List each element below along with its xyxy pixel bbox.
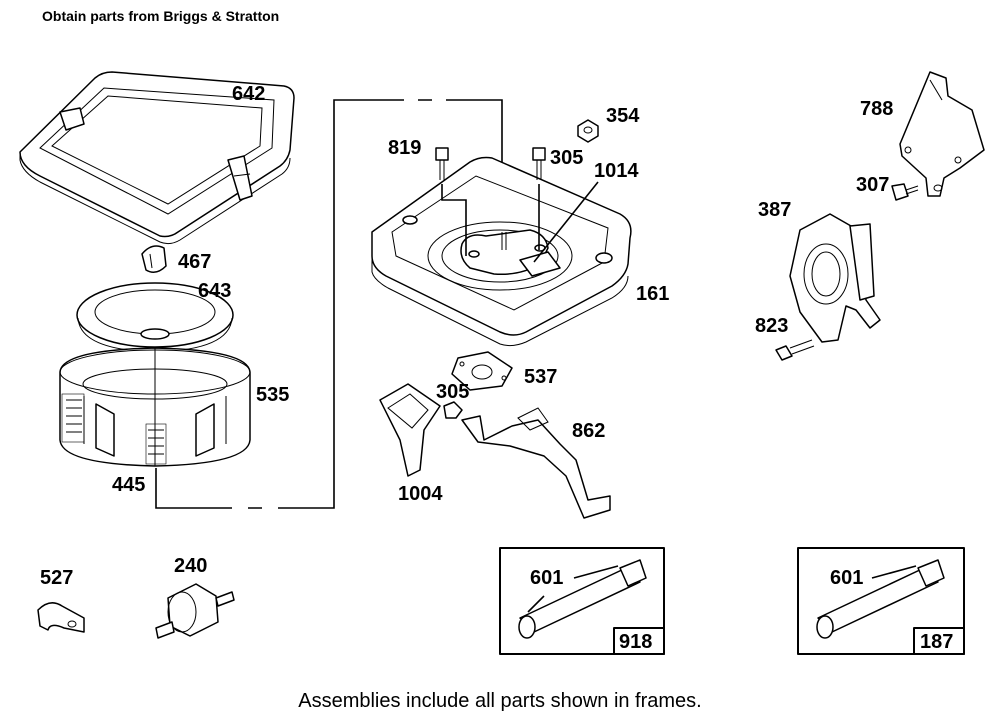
page-header: Obtain parts from Briggs & Stratton	[42, 8, 280, 24]
callout-527: 527	[40, 567, 73, 589]
callout-601-left: 601	[530, 567, 563, 589]
callout-862: 862	[572, 420, 605, 442]
frame-number-187: 187	[920, 631, 953, 653]
fuel-filter-240	[155, 583, 235, 639]
callout-535: 535	[256, 384, 289, 406]
stud	[501, 232, 507, 250]
fuel-line-187	[816, 559, 945, 639]
callout-819: 819	[388, 137, 421, 159]
callout-445: 445	[112, 474, 145, 496]
elbow-1004	[379, 383, 441, 477]
air-cleaner-base	[371, 156, 632, 347]
callout-161: 161	[636, 283, 669, 305]
assembly-frame-187	[797, 547, 965, 655]
callout-305-lower: 305	[436, 381, 469, 403]
leader-1014	[533, 181, 599, 263]
clip-527	[37, 602, 85, 633]
callout-305-top: 305	[550, 147, 583, 169]
callout-642: 642	[232, 83, 265, 105]
adapter-387	[789, 213, 881, 343]
screw-307	[891, 183, 919, 201]
pre-cleaner-plate	[76, 282, 234, 353]
callout-643: 643	[198, 280, 231, 302]
assembly-note: Assemblies include all parts shown in fr…	[298, 690, 702, 712]
bracket-788	[899, 71, 985, 197]
callout-467: 467	[178, 251, 211, 273]
callout-240: 240	[174, 555, 207, 577]
air-cleaner-cover	[19, 71, 295, 245]
bolt-305-lower	[443, 401, 463, 419]
assembly-connector-line	[155, 99, 503, 509]
callout-823: 823	[755, 315, 788, 337]
callout-788: 788	[860, 98, 893, 120]
bolt-823	[775, 339, 815, 361]
bracket-862	[461, 407, 611, 519]
callout-387: 387	[758, 199, 791, 221]
bolt-819	[435, 147, 467, 256]
fuel-line-918	[518, 559, 647, 639]
wing-nut	[141, 245, 167, 273]
callout-1004: 1004	[398, 483, 443, 505]
frame-number-918: 918	[619, 631, 652, 653]
callout-601-right: 601	[830, 567, 863, 589]
callout-354: 354	[606, 105, 640, 127]
assembly-frame-918	[499, 547, 665, 655]
bolt-305-top	[532, 147, 546, 250]
callout-537: 537	[524, 366, 557, 388]
callout-1014: 1014	[594, 160, 639, 182]
air-filter-element	[59, 347, 251, 467]
nut-354	[577, 119, 599, 143]
callout-307: 307	[856, 174, 889, 196]
gasket-537	[451, 351, 513, 391]
